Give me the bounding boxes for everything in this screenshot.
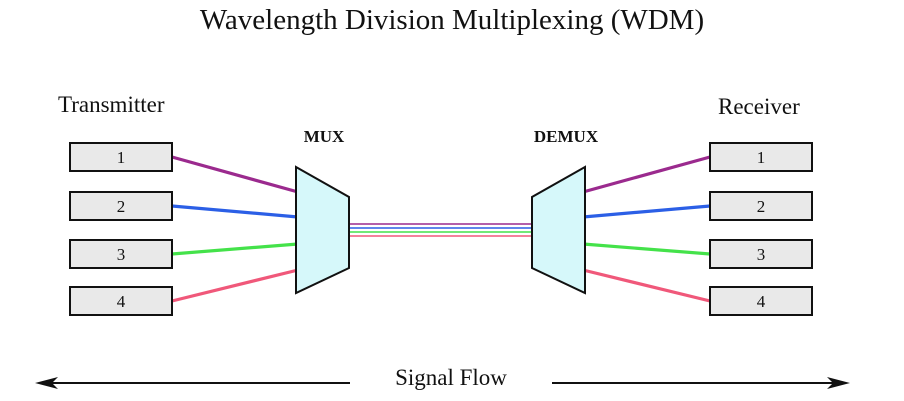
signal-flow-label: Signal Flow	[395, 365, 507, 390]
tx-fiber-3	[171, 242, 299, 256]
receiver-box-3: 3	[709, 239, 813, 269]
transmitter-box-label: 2	[117, 197, 126, 216]
tx-fiber-1	[171, 155, 299, 194]
demux-label: DEMUX	[534, 127, 599, 146]
receiver-box-4: 4	[709, 286, 813, 316]
transmitter-box-label: 3	[117, 245, 126, 264]
rx-fiber-1	[582, 155, 711, 194]
transmitter-box-frame	[69, 239, 173, 269]
mux-label: MUX	[304, 127, 345, 146]
multiplexed-fiber	[349, 223, 532, 237]
rx-fiber-4	[582, 268, 711, 303]
transmitter-box-2: 2	[69, 191, 173, 221]
transmitter-box-label: 4	[117, 292, 126, 311]
receiver-box-frame	[709, 142, 813, 172]
receiver-box-frame	[709, 286, 813, 316]
receiver-box-label: 4	[757, 292, 766, 311]
transmitter-box-frame	[69, 142, 173, 172]
rx-fiber-3	[582, 242, 711, 256]
tx-fiber-2	[171, 204, 299, 219]
receiver-fibers	[582, 155, 711, 303]
demux-block	[531, 165, 586, 295]
receiver-box-label: 2	[757, 197, 766, 216]
receiver-boxes: 1 2 3 4	[709, 142, 813, 316]
receiver-label: Receiver	[718, 94, 800, 119]
transmitter-box-frame	[69, 286, 173, 316]
transmitter-fibers	[171, 155, 299, 303]
transmitter-box-3: 3	[69, 239, 173, 269]
signal-flow-arrow-tail	[35, 377, 58, 389]
transmitter-box-frame	[69, 191, 173, 221]
receiver-box-frame	[709, 239, 813, 269]
diagram-title: Wavelength Division Multiplexing (WDM)	[200, 4, 704, 36]
transmitter-box-1: 1	[69, 142, 173, 172]
transmitter-box-4: 4	[69, 286, 173, 316]
tx-fiber-4	[171, 268, 299, 303]
rx-fiber-2	[582, 204, 711, 219]
signal-flow-arrow-head	[827, 377, 850, 389]
receiver-box-label: 3	[757, 245, 766, 264]
receiver-box-label: 1	[757, 148, 766, 167]
receiver-box-1: 1	[709, 142, 813, 172]
transmitter-box-label: 1	[117, 148, 126, 167]
mux-block	[295, 165, 350, 295]
transmitter-label: Transmitter	[58, 92, 165, 117]
receiver-box-2: 2	[709, 191, 813, 221]
receiver-box-frame	[709, 191, 813, 221]
transmitter-boxes: 1 2 3 4	[69, 142, 173, 316]
